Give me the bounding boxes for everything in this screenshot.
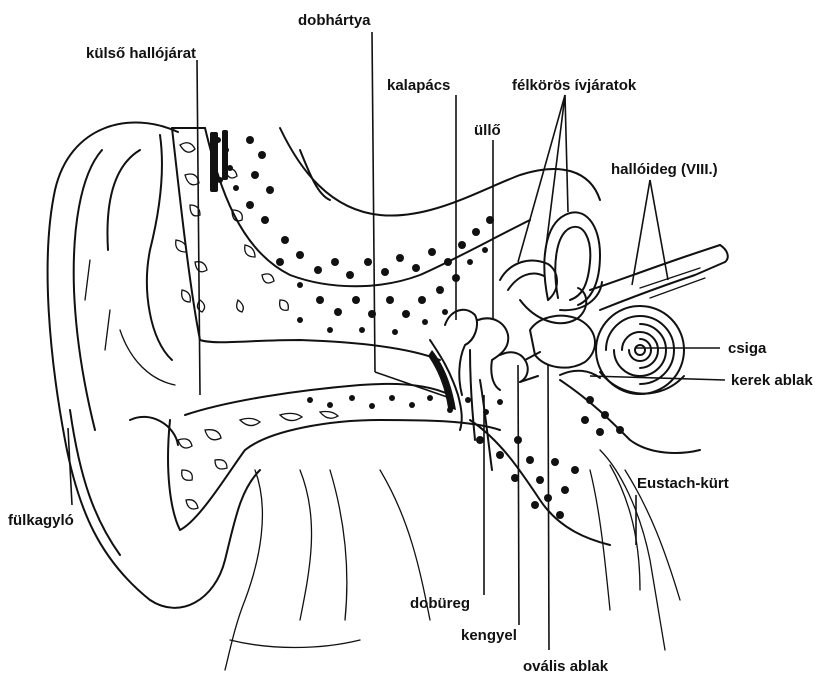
ossicles	[445, 310, 540, 395]
label-eustach-kurt: Eustach-kürt	[637, 475, 729, 492]
label-kerek-ablak: kerek ablak	[731, 372, 813, 389]
label-dobhartya: dobhártya	[298, 12, 371, 29]
label-fulkagylo: fülkagyló	[8, 512, 74, 529]
cochlea	[596, 306, 684, 394]
label-kulso-hallojarat: külső hallójárat	[86, 45, 196, 62]
label-halloideg: hallóideg (VIII.)	[611, 161, 718, 178]
bone-texture	[176, 130, 624, 519]
leader-lines	[68, 32, 725, 650]
label-felkoros-ivjaratok: félkörös ívjáratok	[512, 77, 637, 94]
label-kalapacs: kalapács	[387, 77, 450, 94]
semicircular-canals	[500, 212, 602, 323]
middle-ear-cavity	[470, 350, 492, 470]
tympanic-membrane	[428, 340, 462, 430]
label-ovalis-ablak: ovális ablak	[523, 658, 609, 675]
label-csiga: csiga	[728, 340, 767, 357]
auricle	[48, 123, 430, 670]
labels: dobhártya külső hallójárat kalapács félk…	[8, 12, 813, 675]
label-ullo: üllő	[474, 122, 501, 139]
auditory-nerve	[590, 245, 728, 310]
label-kengyel: kengyel	[461, 627, 517, 644]
label-dobureg: dobüreg	[410, 595, 470, 612]
